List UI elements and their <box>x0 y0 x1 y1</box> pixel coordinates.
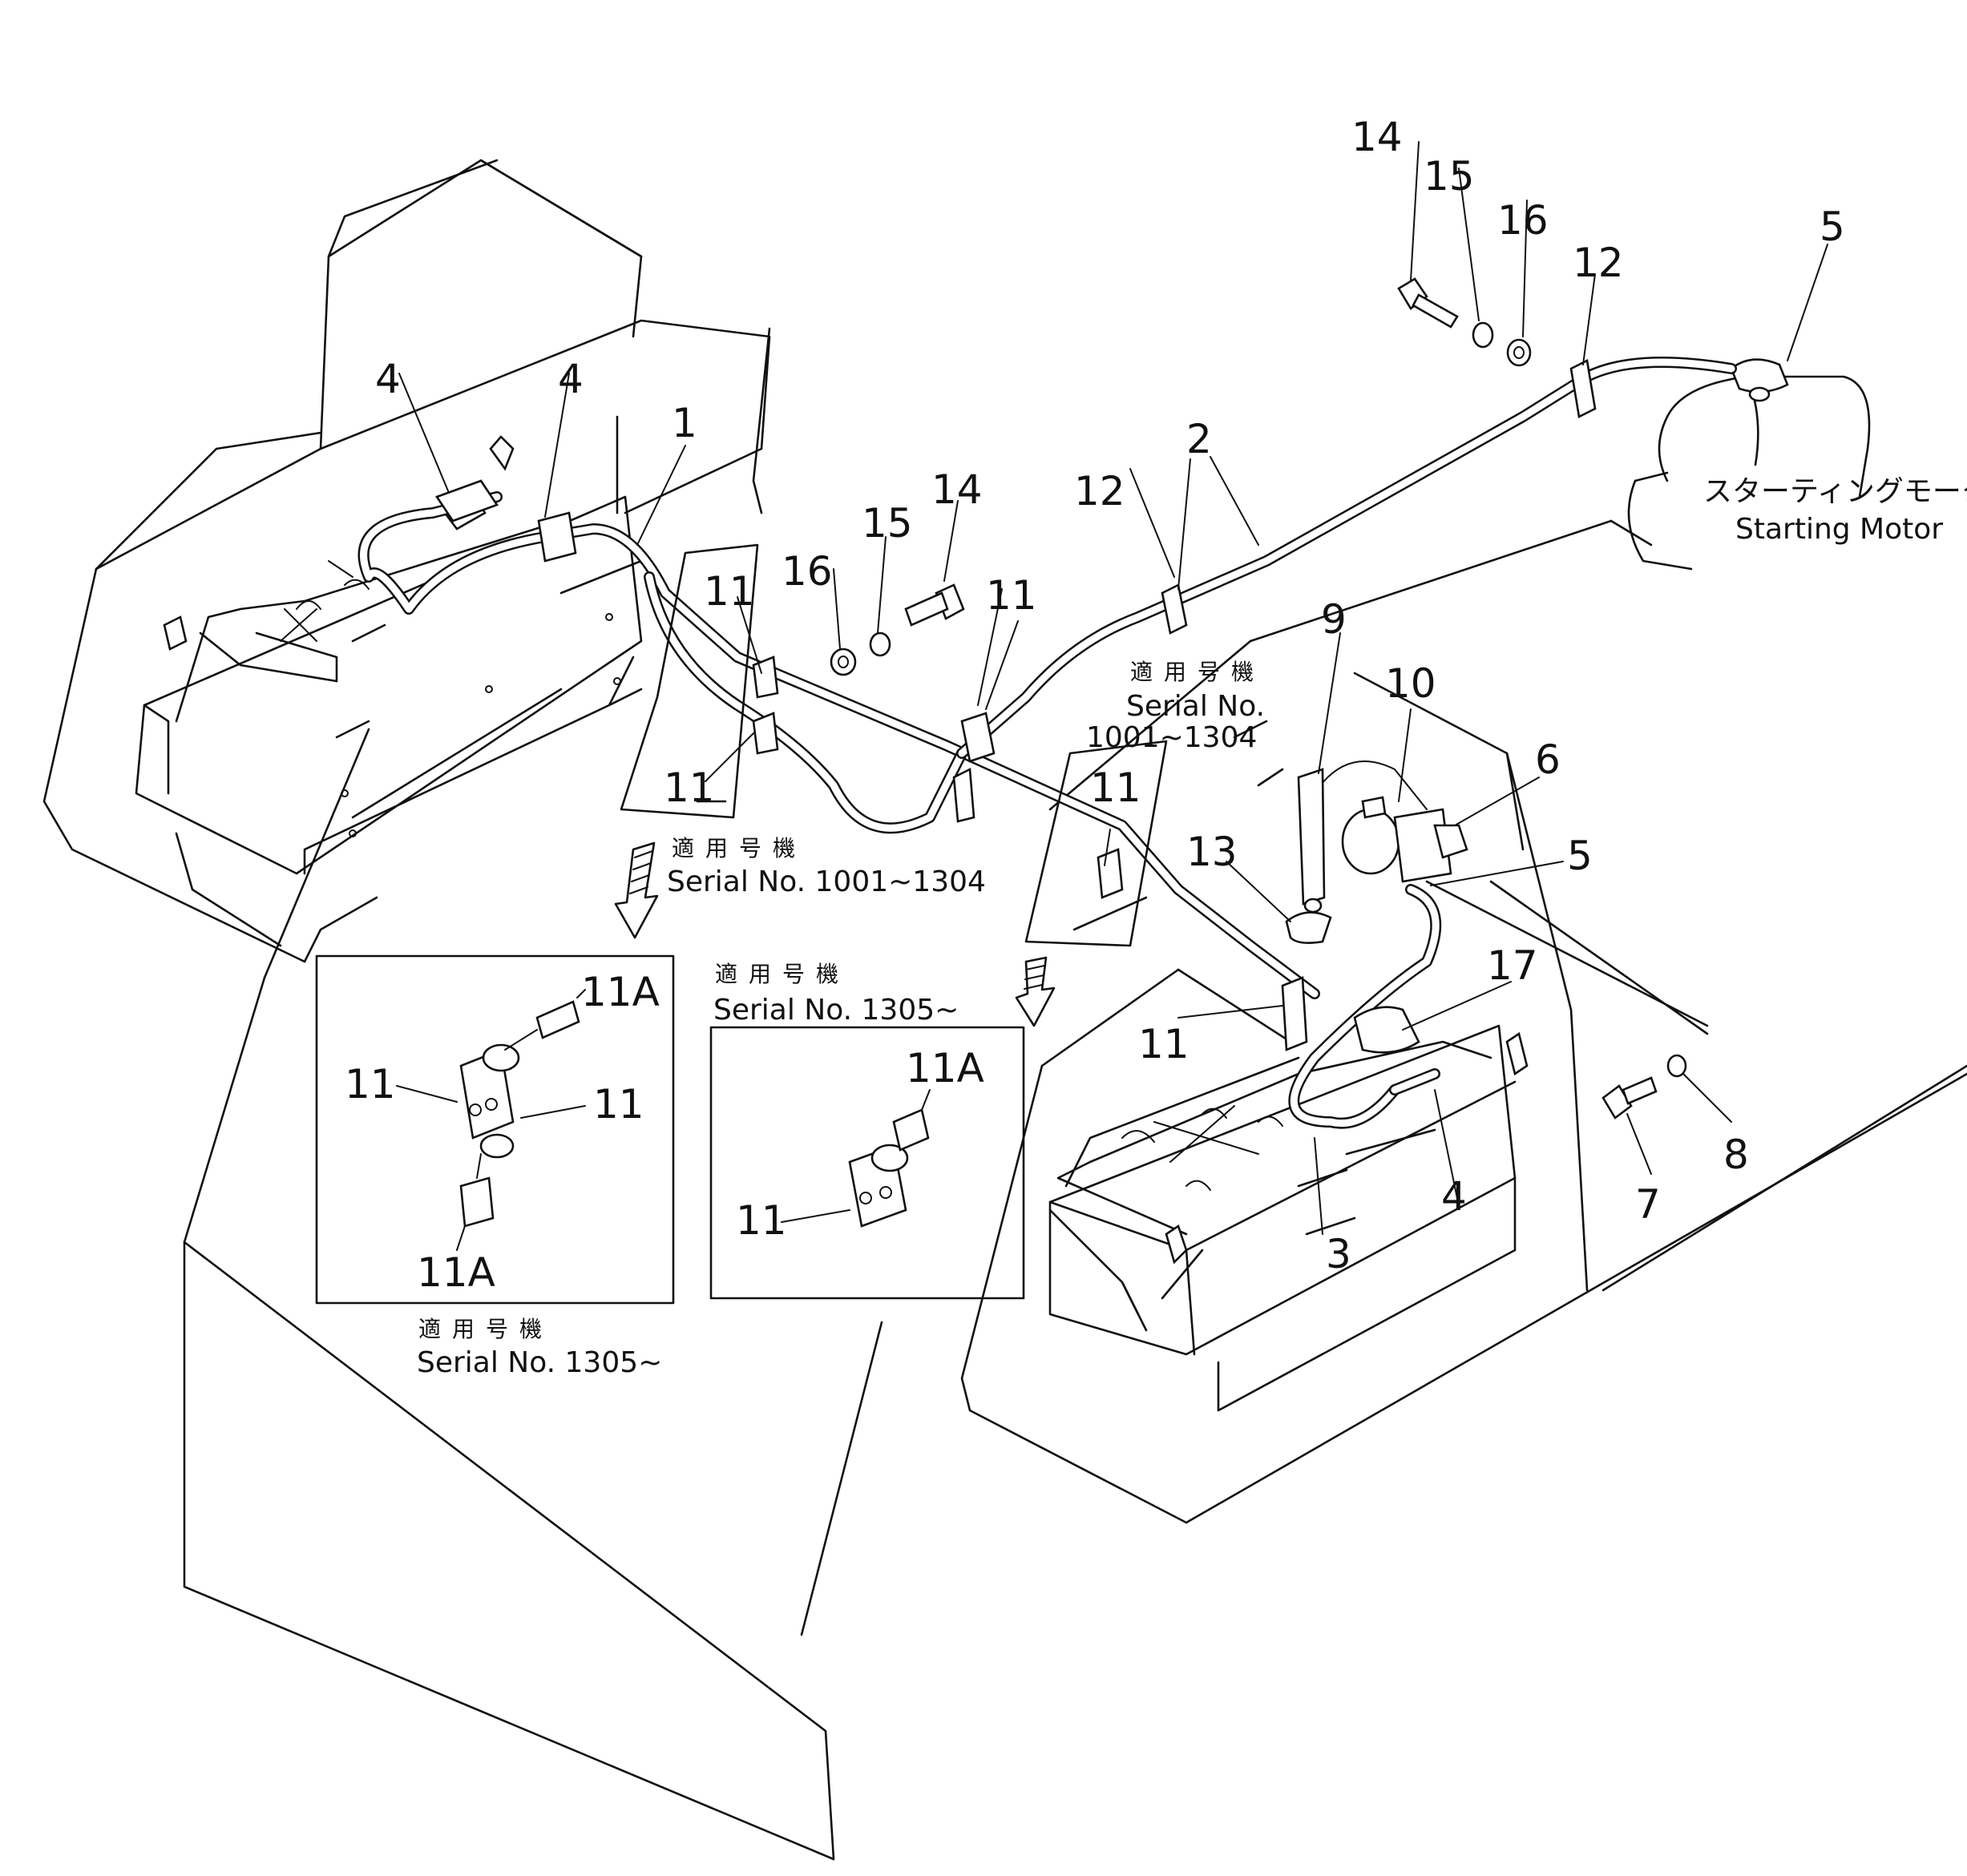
serial-note-c: 適用号機 Serial No. 1305~ <box>713 961 959 1027</box>
callout-numbers: 1 2 3 4 4 4 5 5 6 7 8 9 10 11 11 11 11 1… <box>375 114 1845 1277</box>
serial-bracket-boxes <box>620 543 1168 947</box>
starting-motor-label: スターティングモータ Starting Motor <box>1703 475 1967 546</box>
callout-5-top: 5 <box>1820 204 1845 250</box>
cables <box>357 357 1737 1129</box>
inset-left-11-right: 11 <box>593 1081 644 1128</box>
callout-4-mid: 4 <box>558 356 584 402</box>
callout-12-right: 12 <box>1573 240 1624 286</box>
callout-16-top: 16 <box>1497 197 1549 244</box>
callout-2: 2 <box>1186 416 1212 462</box>
callout-11-b: 11 <box>664 765 715 811</box>
inset-left-11a-top: 11A <box>581 969 660 1015</box>
serial-note-d: 適用号機 Serial No. 1305~ <box>417 1316 662 1379</box>
callout-1: 1 <box>672 400 697 446</box>
serial-note-d-jp: 適用号機 <box>418 1316 553 1342</box>
callout-14-low: 14 <box>931 466 983 513</box>
callout-5-mid: 5 <box>1567 833 1593 879</box>
starting-motor <box>1627 358 1871 571</box>
serial-note-b-line2: 1001~1304 <box>1086 721 1257 754</box>
callout-4-right: 4 <box>1441 1173 1467 1220</box>
callout-12-left: 12 <box>1074 468 1125 514</box>
serial-note-a-text: Serial No. 1001~1304 <box>667 865 986 898</box>
callout-11-a: 11 <box>704 568 755 615</box>
callout-14-top: 14 <box>1351 114 1403 160</box>
serial-note-c-jp: 適用号機 <box>715 961 850 987</box>
serial-note-d-text: Serial No. 1305~ <box>417 1346 662 1379</box>
inset-center-11a: 11A <box>906 1045 984 1091</box>
callout-15-top: 15 <box>1424 153 1475 200</box>
callout-15-low: 15 <box>862 500 913 547</box>
serial-note-b-line1: Serial No. <box>1126 690 1265 723</box>
serial-note-b-jp: 適用号機 <box>1130 659 1265 685</box>
callout-9: 9 <box>1321 596 1347 643</box>
inset-left-11a-bottom: 11A <box>417 1249 495 1296</box>
serial-note-a: 適用号機 Serial No. 1001~1304 <box>667 835 986 898</box>
callout-11-d: 11 <box>1090 765 1141 811</box>
callout-11-e: 11 <box>1138 1021 1189 1067</box>
starting-motor-label-jp: スターティングモータ <box>1703 475 1967 508</box>
lower-frame <box>183 519 1967 1861</box>
inset-left-11-left: 11 <box>345 1061 396 1107</box>
inset-center <box>709 1026 1025 1300</box>
callout-6: 6 <box>1535 736 1561 783</box>
callout-13: 13 <box>1186 829 1238 875</box>
clamps <box>435 277 1687 1120</box>
inset-left-labels: 11A 11 11 11A <box>345 969 660 1296</box>
callout-8: 8 <box>1723 1132 1749 1178</box>
callout-17: 17 <box>1487 942 1538 989</box>
striped-arrow-left <box>614 841 659 939</box>
serial-note-c-text: Serial No. 1305~ <box>713 994 959 1027</box>
callout-3: 3 <box>1326 1231 1351 1277</box>
inset-center-labels: 11A 11 <box>736 1045 984 1244</box>
leader-lines <box>398 141 1828 1235</box>
starting-motor-label-en: Starting Motor <box>1735 513 1943 546</box>
inset-center-11: 11 <box>736 1197 787 1244</box>
serial-note-b: 適用号機 Serial No. 1001~1304 <box>1086 659 1265 754</box>
callout-16-low: 16 <box>782 548 833 595</box>
callout-7: 7 <box>1635 1181 1661 1228</box>
inset-left <box>315 954 675 1305</box>
callout-10: 10 <box>1385 660 1436 707</box>
right-battery <box>1048 1024 1529 1412</box>
callout-4-left: 4 <box>375 356 401 402</box>
serial-note-a-jp: 適用号機 <box>672 835 806 861</box>
callout-11-c: 11 <box>986 572 1037 619</box>
left-battery-housing <box>42 159 771 979</box>
striped-arrow-center <box>1015 956 1056 1027</box>
